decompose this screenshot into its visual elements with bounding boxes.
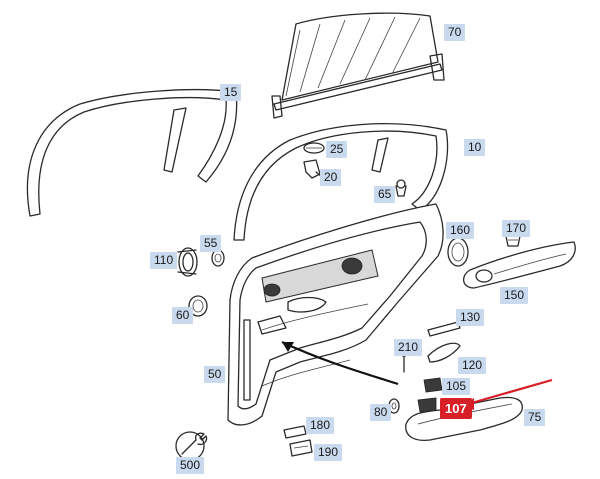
callout-210: 210: [394, 339, 423, 356]
part-70-sunblind: [271, 12, 445, 119]
callout-65: 65: [374, 186, 396, 203]
callout-180: 180: [306, 417, 335, 434]
callout-105: 105: [442, 378, 471, 395]
callout-80: 80: [370, 404, 392, 421]
callout-60: 60: [172, 307, 194, 324]
part-150-trim-strip: [463, 241, 576, 289]
part-65-button: [395, 179, 407, 197]
callout-190: 190: [314, 444, 343, 461]
callout-107-highlighted: 107: [440, 398, 472, 419]
callout-150: 150: [500, 287, 529, 304]
part-190-light: [289, 439, 313, 457]
callout-25: 25: [326, 141, 348, 158]
callout-110: 110: [150, 252, 178, 269]
highlight-arrow: [467, 378, 553, 406]
part-55-cap: [211, 249, 225, 267]
part-180-lamp: [283, 425, 307, 439]
callout-160: 160: [446, 222, 475, 239]
callout-120: 120: [458, 357, 487, 374]
part-130-strip: [427, 321, 461, 337]
part-60-grommet: [188, 295, 208, 317]
callout-55: 55: [200, 235, 222, 252]
callout-500: 500: [176, 457, 205, 474]
part-105-switch: [423, 377, 443, 393]
part-120-handle-bezel: [427, 342, 461, 363]
part-50-door-panel: [227, 203, 444, 426]
assembly-arrow-head: [282, 342, 294, 352]
callout-70: 70: [444, 24, 466, 41]
part-160-cover: [447, 237, 469, 267]
callout-20: 20: [320, 169, 342, 186]
part-25-clip: [303, 142, 325, 154]
part-15-frame-trim: [26, 89, 238, 217]
part-170-clip: [505, 235, 521, 247]
assembly-arrow: [281, 341, 399, 386]
callout-10: 10: [464, 139, 486, 156]
callout-170: 170: [502, 220, 531, 237]
callout-130: 130: [456, 309, 485, 326]
part-500-wrench-symbol: [175, 431, 208, 461]
part-107-switch: [417, 397, 437, 413]
callout-15: 15: [220, 84, 242, 101]
callout-50: 50: [204, 366, 226, 383]
callout-75: 75: [524, 409, 546, 426]
part-110-speaker: [177, 247, 198, 277]
